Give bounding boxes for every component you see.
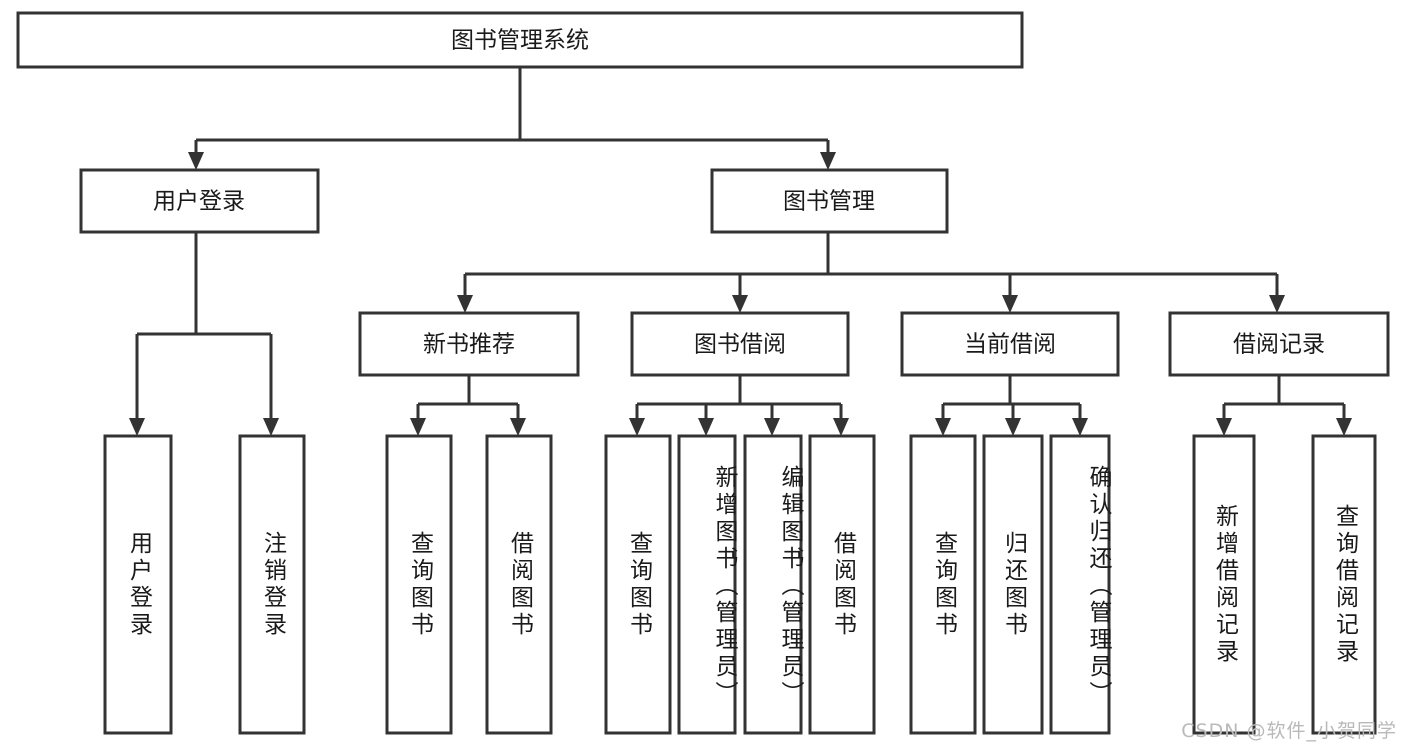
connector-borrow-record-to-leaves (1216, 375, 1352, 436)
arrow-head-leaf (629, 418, 645, 436)
arrow-head-current-borrow (1002, 295, 1018, 313)
connector-root-to-level2 (188, 67, 836, 170)
leaf-box-query-record[interactable] (1311, 434, 1377, 735)
leaf-box-confirm-return[interactable] (1049, 434, 1111, 735)
leaf-box-query-book-3[interactable] (909, 434, 977, 735)
leaf-box-return-book[interactable] (982, 434, 1044, 735)
arrow-head-leaf (1216, 418, 1232, 436)
node-root-box[interactable] (16, 11, 1024, 69)
arrow-head-leaf (410, 418, 426, 436)
node-new-book-recommend[interactable]: 新书推荐 (358, 311, 580, 377)
arrow-head-book-manage (820, 152, 836, 170)
leaf-box-query-book-2[interactable] (604, 434, 672, 735)
node-book-borrow-box[interactable] (630, 311, 850, 377)
leaf-box-add-book[interactable] (677, 434, 737, 735)
node-current-borrow-box[interactable] (900, 311, 1120, 377)
node-current-borrow-label: 当前借阅 (964, 332, 1056, 358)
leaf-box-query-book-1[interactable] (385, 434, 453, 735)
arrow-head-leaf (698, 418, 714, 436)
node-new-book-recommend-box[interactable] (358, 311, 580, 377)
node-borrow-record[interactable]: 借阅记录 (1168, 311, 1390, 377)
arrow-head-leaf (1005, 418, 1021, 436)
node-root[interactable]: 图书管理系统 (16, 11, 1024, 69)
leaf-box-borrow-book-2[interactable] (808, 434, 876, 735)
node-book-borrow-label: 图书借阅 (694, 332, 786, 358)
leaf-box-borrow-book-1[interactable] (485, 434, 553, 735)
watermark: CSDN @软件_小贺同学 (1181, 720, 1397, 742)
arrow-head-leaf (263, 418, 279, 436)
node-book-manage-box[interactable] (710, 168, 949, 234)
arrow-head-new-book (457, 295, 473, 313)
leaf-box-user-login[interactable] (103, 434, 173, 735)
connector-user-login-to-leaves (129, 232, 279, 436)
arrow-head-leaf (129, 418, 145, 436)
node-current-borrow[interactable]: 当前借阅 (900, 311, 1120, 377)
node-book-borrow[interactable]: 图书借阅 (630, 311, 850, 377)
arrow-head-borrow-record (1269, 295, 1285, 313)
arrow-head-leaf (833, 418, 849, 436)
node-user-login-box[interactable] (79, 168, 320, 234)
arrow-head-leaf (510, 418, 526, 436)
node-user-login[interactable]: 用户登录 (79, 168, 320, 234)
arrow-head-user-login (188, 152, 204, 170)
arrow-head-leaf (764, 418, 780, 436)
node-borrow-record-label: 借阅记录 (1233, 332, 1325, 358)
arrow-head-book-borrow (732, 295, 748, 313)
node-new-book-recommend-label: 新书推荐 (423, 332, 515, 358)
arrow-head-leaf (1072, 418, 1088, 436)
leaf-box-add-record[interactable] (1192, 434, 1256, 735)
connector-book-borrow-to-leaves (629, 375, 849, 436)
arrow-head-leaf (1336, 418, 1352, 436)
node-book-manage-label: 图书管理 (783, 189, 875, 215)
arrow-head-leaf (935, 418, 951, 436)
leaf-box-logout[interactable] (238, 434, 306, 735)
leaf-box-edit-book[interactable] (743, 434, 803, 735)
connector-book-manage-to-level3 (457, 232, 1285, 313)
connector-new-book-to-leaves (410, 375, 526, 436)
node-book-manage[interactable]: 图书管理 (710, 168, 949, 234)
node-root-label: 图书管理系统 (451, 28, 589, 54)
leaf-boxes (103, 434, 1377, 735)
connector-current-borrow-to-leaves (935, 375, 1088, 436)
node-borrow-record-box[interactable] (1168, 311, 1390, 377)
node-user-login-label: 用户登录 (153, 189, 245, 215)
